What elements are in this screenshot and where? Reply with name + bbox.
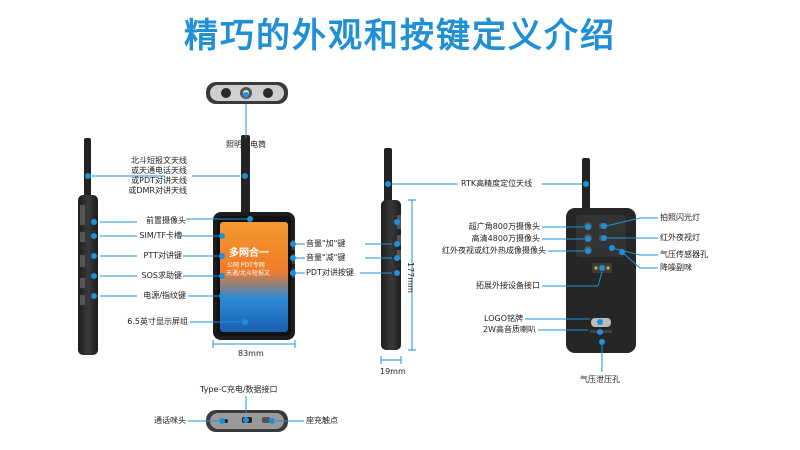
label-screen: 6.5英寸显示屏组: [127, 317, 188, 326]
label-baro: 气压传感器孔: [660, 250, 708, 259]
label-vol-down: 音量"减"键: [306, 253, 346, 262]
label-antenna-2: 或天通电话天线: [131, 166, 187, 175]
label-ir-camera: 红外夜视或红外热成像摄像头: [442, 246, 546, 255]
label-front-camera: 前置摄像头: [146, 216, 186, 225]
label-rtk-antenna: RTK高精度定位天线: [461, 179, 533, 188]
label-mic: 通话咪头: [154, 416, 186, 425]
label-antenna-4: 或DMR对讲天线: [128, 186, 187, 195]
label-antenna-3: 或PDT对讲天线: [131, 176, 187, 185]
screen-headline: 多网合一: [229, 248, 269, 259]
label-sos-key: SOS求助键: [141, 271, 182, 280]
label-ext-port: 拓展外接设备接口: [476, 281, 540, 290]
label-dock-contacts: 座充触点: [306, 416, 338, 425]
label-logo: LOGO铭牌: [484, 314, 523, 323]
label-ptt-key: PTT对讲键: [143, 251, 182, 260]
device-right-side-view: [381, 148, 401, 350]
device-front-view: [213, 135, 295, 340]
dimension-height: 177mm: [406, 262, 415, 293]
label-noise-mic: 降噪副咪: [660, 263, 692, 272]
label-vent: 气压泄压孔: [580, 375, 620, 384]
label-power-key: 电源/指纹键: [143, 291, 186, 300]
label-sim-slot: SIM/TF卡槽: [139, 231, 182, 240]
screen-subline-1: 公网 PDT专网: [227, 262, 265, 269]
device-left-side-view: [78, 138, 98, 355]
dimension-depth: 19mm: [380, 367, 406, 376]
label-vol-up: 音量"加"键: [306, 239, 346, 248]
label-ir-light: 红外夜视灯: [660, 233, 700, 242]
label-usb-port: Type-C充电/数据接口: [200, 385, 278, 394]
label-hd-camera: 高清4800万摄像头: [471, 234, 540, 243]
label-flash: 拍照闪光灯: [660, 213, 700, 222]
dimension-width: 83mm: [238, 349, 264, 358]
label-pdt-key: PDT对讲按键: [306, 268, 354, 277]
label-antenna-1: 北斗短报文天线: [131, 156, 187, 165]
screen-subline-2: 天通/北斗短报文: [226, 270, 271, 277]
page-title: 精巧的外观和按键定义介绍: [184, 16, 616, 56]
label-speaker: 2W高音质喇叭: [483, 325, 536, 334]
label-wide-camera: 超广角800万摄像头: [468, 222, 540, 231]
label-flashlight: 照明手电筒: [226, 140, 266, 149]
